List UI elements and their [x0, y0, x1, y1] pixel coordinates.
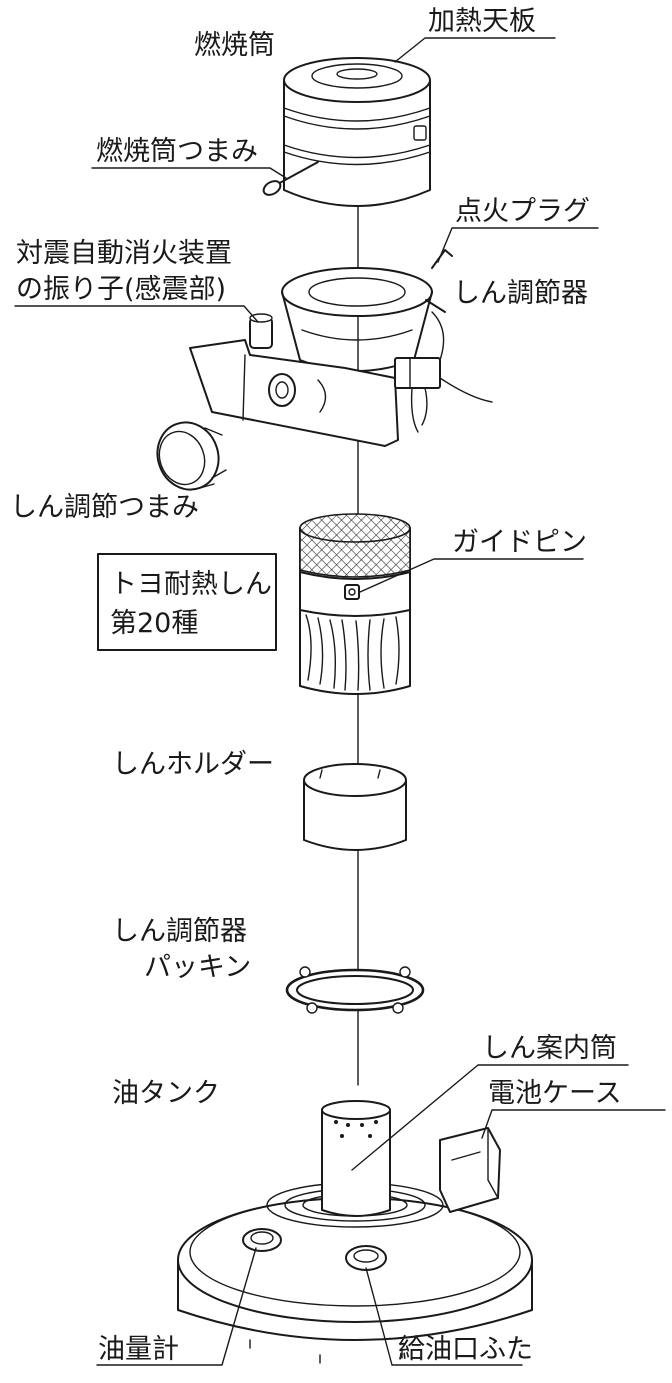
packing-part: [285, 966, 425, 1014]
label-combustion-cylinder-knob: 燃焼筒つまみ: [96, 136, 258, 167]
label-packing-line2: パッキン: [144, 952, 251, 983]
label-wick-guide-tube: しん案内筒: [482, 1033, 617, 1064]
label-fuel-cap: 給油口ふた: [398, 1334, 533, 1365]
label-oil-gauge: 油量計: [98, 1334, 179, 1365]
leader-oil-gauge: [96, 1247, 257, 1366]
label-seismic-device-line2: の振り子(感震部): [16, 274, 226, 305]
label-heating-top-plate: 加熱天板: [428, 6, 536, 37]
wick-adjust-knob-part: [156, 421, 227, 491]
wick-part: [299, 513, 411, 695]
leader-battery-case: [481, 1109, 666, 1139]
label-seismic-device-line1: 対震自動消火装置: [16, 238, 232, 269]
wick-adjuster-part: [189, 249, 493, 447]
leader-knob: [91, 167, 287, 179]
label-ignition-plug: 点火プラグ: [455, 196, 590, 227]
wick-spec-line2: 第20種: [110, 608, 198, 639]
leader-seismic-device: [14, 305, 259, 323]
wick-holder-part: [303, 763, 407, 851]
oil-tank-part: [177, 1100, 533, 1364]
leader-wick-guide-tube: [351, 1064, 629, 1171]
label-oil-tank: 油タンク: [112, 1078, 220, 1109]
label-wick-adjuster: しん調節器: [453, 278, 588, 309]
leader-heating-top-plate: [394, 37, 556, 63]
wick-spec-box: [97, 553, 277, 651]
label-guide-pin: ガイドピン: [452, 527, 587, 558]
label-combustion-cylinder: 燃焼筒: [194, 30, 275, 61]
leader-fuel-cap: [365, 1267, 523, 1366]
combustion-cylinder-part: [262, 57, 431, 207]
leader-ignition-plug: [437, 227, 599, 263]
wick-spec-line1: トヨ耐熱しん: [110, 569, 272, 600]
leader-guide-pin: [359, 558, 584, 593]
label-wick-adjust-knob: しん調節つまみ: [10, 492, 199, 523]
label-wick-holder: しんホルダー: [112, 749, 274, 780]
label-battery-case: 電池ケース: [488, 1078, 622, 1109]
label-packing-line1: しん調節器: [112, 916, 247, 947]
